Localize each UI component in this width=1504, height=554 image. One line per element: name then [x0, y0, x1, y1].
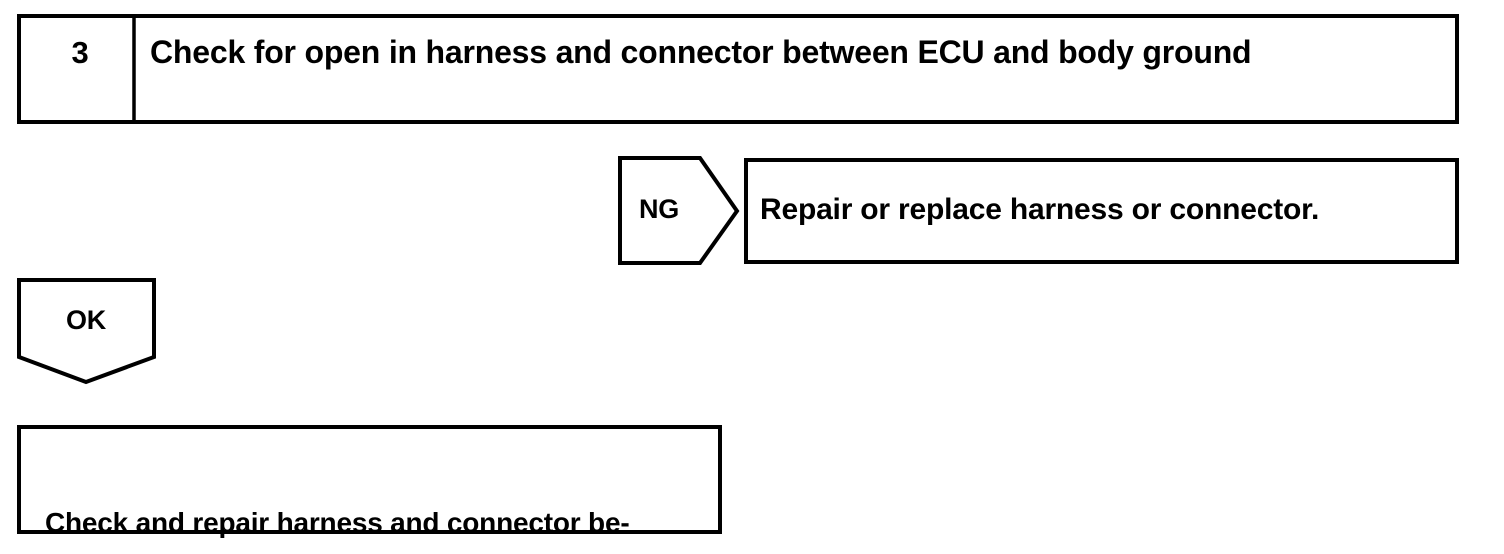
step-box	[17, 14, 1459, 124]
ng-action-text: Repair or replace harness or connector.	[760, 193, 1320, 226]
step-number: 3	[71, 35, 89, 70]
ok-action-line-1: Check and repair harness and connector b…	[45, 507, 630, 538]
ok-branch-arrow	[17, 278, 156, 385]
step-title: Check for open in harness and connector …	[150, 34, 1252, 70]
ng-branch-label: NG	[638, 194, 680, 224]
ok-action-box	[17, 425, 722, 534]
ng-action-box	[744, 158, 1459, 264]
ng-branch-arrow	[618, 156, 740, 265]
ok-action-text: Check and repair harness and connector b…	[45, 448, 630, 554]
ok-branch-label: OK	[65, 305, 107, 335]
